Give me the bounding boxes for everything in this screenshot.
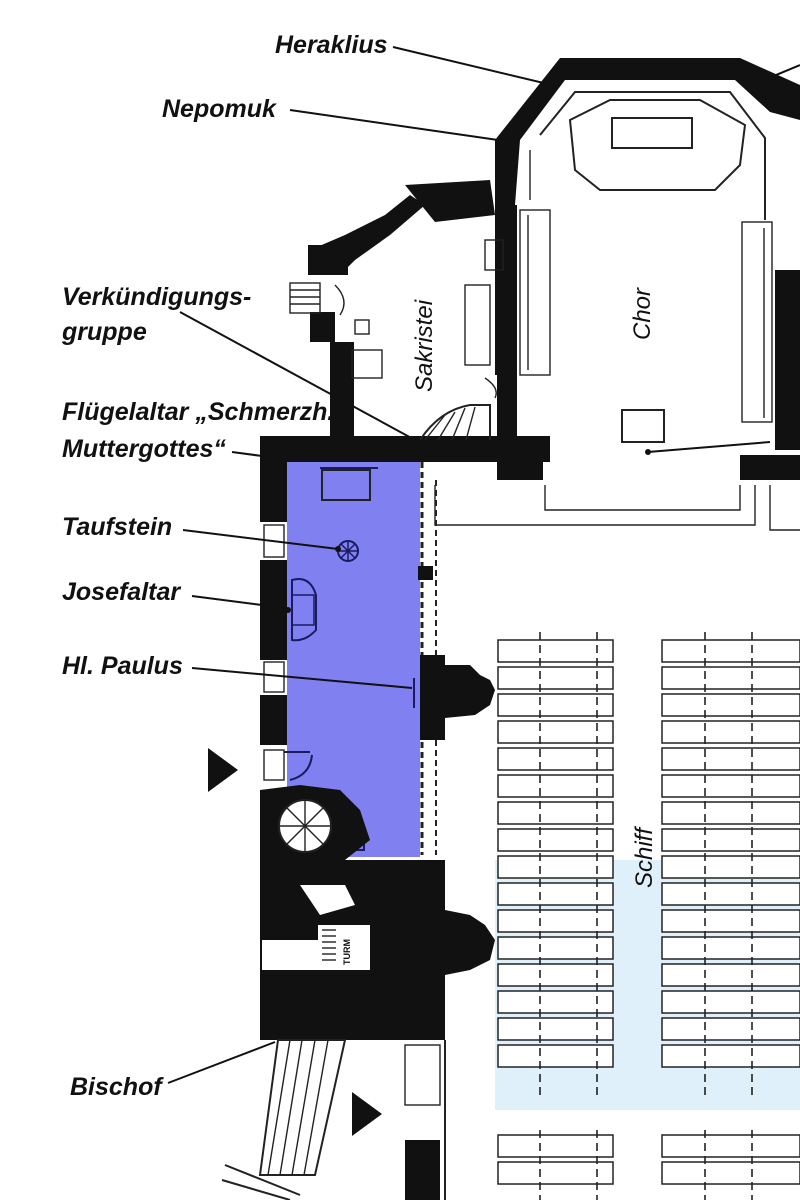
baptismal-font-icon xyxy=(337,540,359,562)
pew xyxy=(497,1161,614,1185)
pew xyxy=(661,720,800,744)
pew xyxy=(661,1134,800,1158)
pew xyxy=(497,855,614,879)
pew xyxy=(661,693,800,717)
pew xyxy=(497,774,614,798)
pew xyxy=(661,1017,800,1041)
pew xyxy=(661,747,800,771)
pew xyxy=(497,720,614,744)
pew xyxy=(661,909,800,933)
pew xyxy=(497,882,614,906)
label-verkuendigung-1: Verkündigungs- xyxy=(62,283,251,311)
room-label-chor: Chor xyxy=(629,287,656,340)
label-verkuendigung-2: gruppe xyxy=(61,318,147,346)
entrance-triangle-icon xyxy=(208,748,238,792)
room-label-sakristei: Sakristei xyxy=(411,299,438,392)
pew xyxy=(661,990,800,1014)
pew xyxy=(497,639,614,663)
pew xyxy=(497,801,614,825)
chapel-details xyxy=(284,467,415,851)
pew xyxy=(497,666,614,690)
pew xyxy=(661,828,800,852)
room-label-schiff: Schiff xyxy=(631,826,658,888)
label-paulus: Hl. Paulus xyxy=(62,652,183,680)
tower-label: TURM xyxy=(342,939,352,965)
pew xyxy=(497,990,614,1014)
pew xyxy=(661,855,800,879)
pew xyxy=(497,936,614,960)
label-heraklius: Heraklius xyxy=(275,31,388,59)
label-bischof: Bischof xyxy=(70,1073,164,1101)
label-fluegelaltar-2: Muttergottes“ xyxy=(62,435,226,463)
pew xyxy=(497,1044,614,1068)
label-fluegelaltar-1: Flügelaltar „Schmerzh. xyxy=(62,398,334,426)
pew xyxy=(497,963,614,987)
pew xyxy=(497,693,614,717)
pew xyxy=(661,882,800,906)
pew xyxy=(661,936,800,960)
pew xyxy=(661,774,800,798)
pew xyxy=(661,666,800,690)
entrance-triangle-icon xyxy=(352,1092,382,1136)
pew xyxy=(497,828,614,852)
pew xyxy=(497,1017,614,1041)
nave-wall-and-piers xyxy=(404,462,495,1200)
leader-lines xyxy=(167,46,800,1084)
sacristy-walls xyxy=(260,180,550,496)
pew xyxy=(661,963,800,987)
pew xyxy=(497,1134,614,1158)
label-nepomuk: Nepomuk xyxy=(162,95,277,123)
label-josefaltar: Josefaltar xyxy=(62,578,181,606)
label-taufstein: Taufstein xyxy=(62,513,172,541)
nave-pews xyxy=(497,632,800,1200)
pew xyxy=(661,1161,800,1185)
tower-stair xyxy=(322,929,336,961)
pew xyxy=(497,909,614,933)
pew xyxy=(661,639,800,663)
pew xyxy=(661,1044,800,1068)
pew xyxy=(661,801,800,825)
pew xyxy=(497,747,614,771)
